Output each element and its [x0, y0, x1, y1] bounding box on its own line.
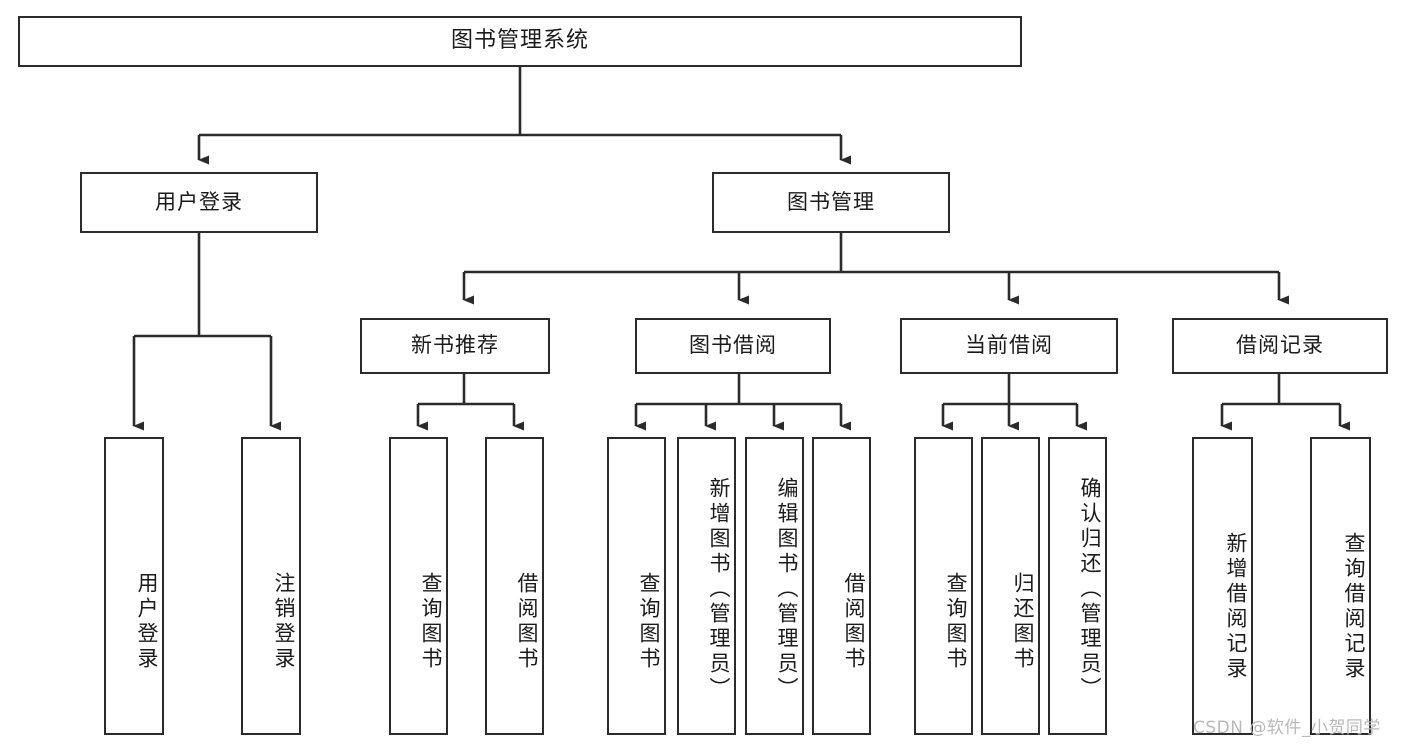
leaf-borrow-book[interactable]: 借阅图书: [812, 437, 871, 735]
node-label: 用户登录: [155, 189, 243, 214]
leaf-query-book-borrow[interactable]: 查询图书: [607, 437, 666, 735]
leaf-confirm-return-admin[interactable]: 确认归还（管理员）: [1048, 437, 1107, 735]
leaf-query-book-current[interactable]: 查询图书: [914, 437, 973, 735]
node-label: 新增图书（管理员）: [707, 476, 731, 702]
node-label: 借阅图书: [515, 572, 539, 672]
node-label: 借阅图书: [842, 572, 866, 672]
node-label: 当前借阅: [965, 333, 1053, 358]
watermark-text: CSDN @软件_小贺同学: [1193, 718, 1381, 738]
node-label: 新书推荐: [411, 333, 499, 358]
node-label: 图书管理: [787, 189, 875, 214]
node-current-borrow[interactable]: 当前借阅: [900, 318, 1118, 374]
leaf-return-book[interactable]: 归还图书: [981, 437, 1040, 735]
node-label: 查询图书: [419, 572, 443, 672]
leaf-borrow-book-recommend[interactable]: 借阅图书: [485, 437, 544, 735]
leaf-query-borrow-record[interactable]: 查询借阅记录: [1310, 437, 1371, 735]
leaf-add-book-admin[interactable]: 新增图书（管理员）: [677, 437, 736, 735]
node-label: 确认归还（管理员）: [1078, 476, 1102, 702]
leaf-query-book-recommend[interactable]: 查询图书: [389, 437, 448, 735]
node-label: 归还图书: [1011, 572, 1035, 672]
node-user-login[interactable]: 用户登录: [80, 172, 318, 233]
node-book-management[interactable]: 图书管理: [712, 172, 950, 233]
leaf-user-login[interactable]: 用户登录: [104, 437, 164, 735]
node-label: 查询图书: [944, 572, 968, 672]
leaf-add-borrow-record[interactable]: 新增借阅记录: [1192, 437, 1253, 735]
node-book-borrow[interactable]: 图书借阅: [635, 318, 831, 374]
leaf-edit-book-admin[interactable]: 编辑图书（管理员）: [745, 437, 804, 735]
node-label: 新增借阅记录: [1224, 532, 1248, 682]
node-root-system[interactable]: 图书管理系统: [18, 16, 1022, 67]
node-label: 图书管理系统: [450, 28, 589, 54]
node-label: 查询图书: [637, 572, 661, 672]
node-label: 图书借阅: [689, 333, 777, 358]
node-label: 用户登录: [135, 572, 159, 672]
node-label: 编辑图书（管理员）: [775, 476, 799, 702]
node-borrow-record[interactable]: 借阅记录: [1172, 318, 1388, 374]
node-label: 注销登录: [272, 572, 296, 672]
node-label: 查询借阅记录: [1342, 532, 1366, 682]
node-label: 借阅记录: [1236, 333, 1324, 358]
leaf-logout[interactable]: 注销登录: [241, 437, 301, 735]
node-new-book-recommend[interactable]: 新书推荐: [360, 318, 550, 374]
